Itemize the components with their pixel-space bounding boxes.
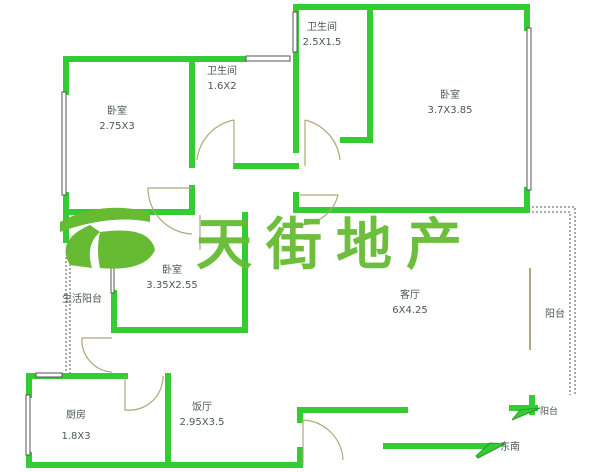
- room-size: 1.8X3: [61, 431, 91, 442]
- room-size: 6X4.25: [392, 305, 428, 316]
- label-balcony: 阳台: [545, 309, 565, 320]
- room-size: 2.75X3: [99, 121, 135, 132]
- room-dining-room: 饭厅 2.95X3.5: [179, 400, 224, 430]
- room-bathroom-2: 卫生间 2.5X1.5: [303, 20, 342, 50]
- room-name: 卫生间: [306, 22, 337, 33]
- compass-arrows: [475, 407, 541, 459]
- room-master-bedroom: 卧室 3.7X3.85: [427, 88, 472, 118]
- room-name: 卧室: [161, 265, 182, 276]
- room-size: 2.95X3.5: [179, 417, 225, 428]
- room-size: 3.7X3.85: [427, 105, 473, 116]
- room-name: 厨房: [66, 410, 86, 421]
- room-kitchen: 厨房 1.8X3: [61, 408, 90, 444]
- room-name: 卧室: [440, 90, 460, 101]
- compass-southeast: 东南: [500, 442, 520, 453]
- windows: [25, 11, 532, 456]
- room-name: 饭厅: [192, 402, 212, 413]
- room-size: 2.5X1.5: [302, 37, 342, 48]
- room-size: 3.35X2.55: [146, 280, 198, 291]
- label-life-balcony: 生活阳台: [62, 294, 102, 305]
- doors: [81, 119, 531, 465]
- room-size: 1.6X2: [207, 81, 237, 92]
- room-bedroom-middle: 卧室 3.35X2.55: [146, 263, 197, 293]
- room-bathroom-1: 卫生间 1.6X2: [207, 64, 237, 94]
- room-living-room: 客厅 6X4.25: [392, 288, 427, 318]
- room-name: 客厅: [399, 290, 420, 301]
- logo-leaf: [60, 207, 155, 269]
- watermark-logo-text: 天街地产: [196, 213, 476, 278]
- room-bedroom-left: 卧室 2.75X3: [99, 104, 134, 134]
- compass-northwest: 阳台: [540, 407, 559, 417]
- room-name: 卧室: [106, 106, 127, 117]
- room-name: 卫生间: [207, 66, 237, 77]
- walls: [26, 4, 538, 468]
